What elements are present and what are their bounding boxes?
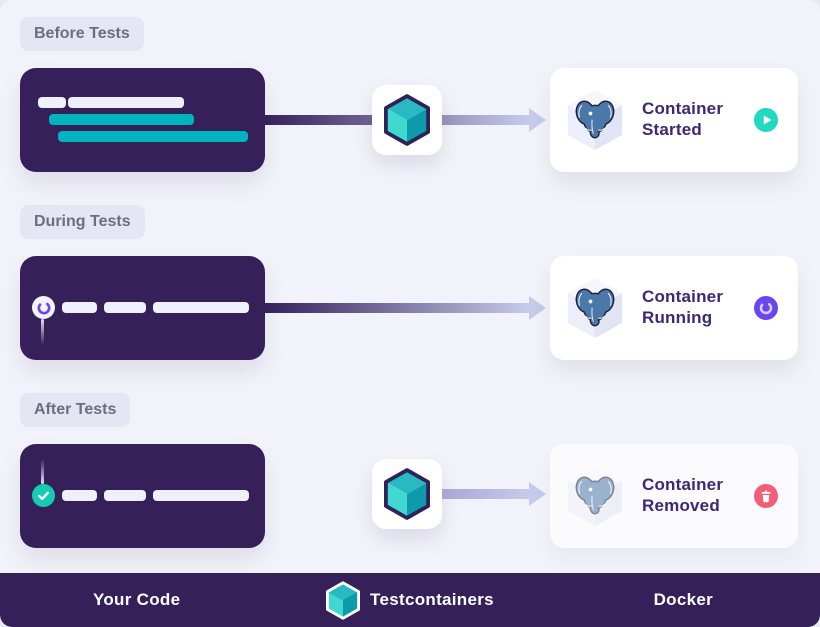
arrow-right-icon (442, 489, 529, 499)
arrow-right-icon (529, 108, 546, 132)
postgresql-elephant-icon (573, 286, 617, 327)
postgresql-elephant-icon (573, 98, 617, 139)
legend-testcontainers: Testcontainers (273, 580, 546, 620)
code-line-bar (62, 302, 97, 313)
code-block-before (20, 68, 265, 172)
code-line-bar (104, 302, 146, 313)
timeline-tail (41, 459, 44, 484)
code-line-bar (38, 97, 66, 108)
code-line-bar (153, 302, 249, 313)
code-line-bar (153, 490, 249, 501)
arrow-right-icon (529, 482, 546, 506)
container-running-card: Container Running (550, 256, 798, 360)
card-title: Container Started (642, 99, 724, 139)
postgresql-elephant-icon (566, 88, 624, 152)
code-block-during (20, 256, 265, 360)
testcontainers-logo-icon (326, 580, 361, 620)
arrow-right-icon (529, 296, 546, 320)
postgresql-elephant-icon (566, 464, 624, 528)
code-line-bar (104, 490, 146, 501)
postgresql-elephant-icon (566, 276, 624, 340)
badge-during-tests: During Tests (20, 205, 145, 239)
trash-icon (754, 484, 778, 508)
play-icon (754, 108, 778, 132)
code-line-bar-highlight (49, 114, 194, 125)
legend-docker-label: Docker (653, 590, 714, 609)
testcontainers-cube-card (372, 459, 442, 529)
timeline-tail (41, 319, 44, 345)
container-started-card: Container Started (550, 68, 798, 172)
footer-legend: Your Code Testcontainers Docker (0, 573, 820, 627)
badge-after-tests: After Tests (20, 393, 131, 427)
code-line-bar (62, 490, 97, 501)
testcontainers-cube-icon (384, 468, 430, 520)
badge-before-tests: Before Tests (20, 17, 144, 51)
container-removed-card: Container Removed (550, 444, 798, 548)
legend-your-code-label: Your Code (92, 590, 181, 609)
arrow-right-icon (265, 303, 529, 313)
check-icon (32, 484, 55, 507)
code-block-after (20, 444, 265, 548)
spinner-icon (754, 296, 778, 320)
spinner-icon (32, 296, 55, 319)
postgresql-elephant-icon (573, 474, 617, 515)
card-title: Container Removed (642, 475, 724, 515)
code-line-bar-highlight (58, 131, 248, 142)
card-title: Container Running (642, 287, 724, 327)
legend-testcontainers-label: Testcontainers (370, 590, 494, 609)
testcontainers-cube-card (372, 85, 442, 155)
code-line-bar (68, 97, 184, 108)
legend-docker: Docker (547, 590, 820, 610)
testcontainers-cube-icon (384, 94, 430, 146)
legend-your-code: Your Code (0, 590, 273, 610)
